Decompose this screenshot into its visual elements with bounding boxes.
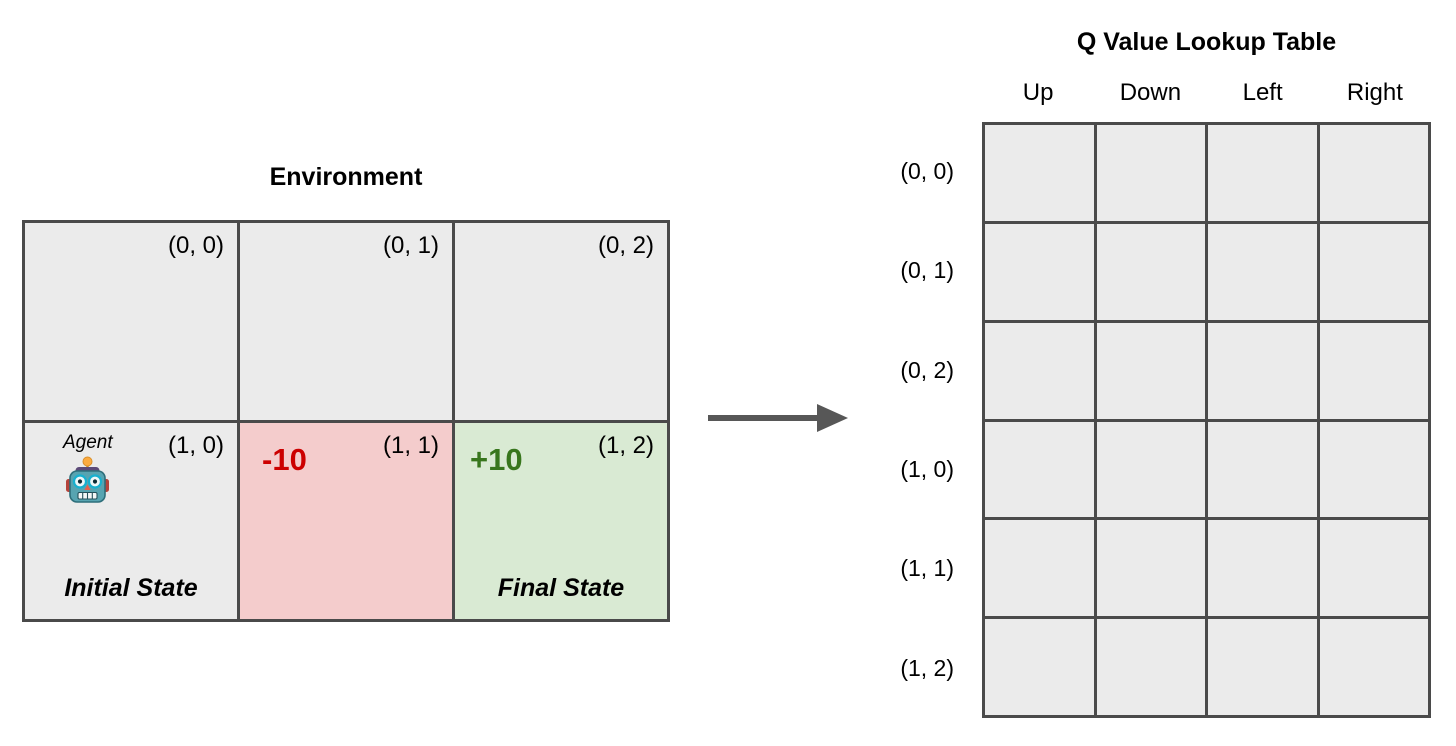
q-cell-r4-c0 <box>985 520 1094 617</box>
goal-reward: +10 <box>470 441 523 477</box>
env-cell-0-0: (0, 0) <box>25 223 237 420</box>
robot-icon <box>66 456 110 503</box>
q-cell-r0-c0 <box>985 125 1094 221</box>
q-table-row-labels: (0, 0) (0, 1) (0, 2) (1, 0) (1, 1) (1, 2… <box>826 122 954 718</box>
cell-coordinate: (1, 1) <box>382 431 439 459</box>
q-table-title: Q Value Lookup Table <box>1076 28 1337 56</box>
cell-coordinate: (1, 0) <box>167 431 224 459</box>
right-arrow-icon <box>704 396 850 440</box>
q-cell-r1-c2 <box>1208 223 1317 320</box>
penalty-reward: -10 <box>262 441 307 477</box>
q-table-column-headers: Up Down Left Right <box>982 79 1431 107</box>
row-label: (0, 1) <box>900 257 954 284</box>
q-cell-r1-c3 <box>1319 223 1428 320</box>
q-cell-r0-c1 <box>1096 125 1205 221</box>
q-cell-r2-c1 <box>1096 322 1205 419</box>
column-header-right: Right <box>1346 79 1403 106</box>
agent-marker: Agent <box>63 432 113 504</box>
q-cell-r5-c2 <box>1208 619 1317 715</box>
env-cell-1-1: (1, 1) -10 <box>240 422 452 619</box>
environment-grid: (0, 0) (0, 1) (0, 2) (1, 0) Agent <box>22 220 670 622</box>
q-cell-r4-c2 <box>1208 520 1317 617</box>
row-label: (0, 2) <box>900 356 954 383</box>
env-cell-1-0: (1, 0) Agent <box>25 422 237 619</box>
q-cell-r3-c0 <box>985 421 1094 518</box>
q-cell-r4-c3 <box>1319 520 1428 617</box>
row-label: (1, 2) <box>900 654 954 681</box>
final-state-label: Final State <box>497 574 625 602</box>
cell-coordinate: (1, 2) <box>597 431 654 459</box>
environment-title: Environment <box>269 163 423 191</box>
q-cell-r4-c1 <box>1096 520 1205 617</box>
column-header-down: Down <box>1119 79 1182 106</box>
env-cell-0-1: (0, 1) <box>240 223 452 420</box>
row-label: (1, 1) <box>900 555 954 582</box>
q-cell-r1-c1 <box>1096 223 1205 320</box>
q-cell-r2-c2 <box>1208 322 1317 419</box>
column-header-left: Left <box>1242 79 1283 106</box>
row-label: (1, 0) <box>900 456 954 483</box>
q-cell-r5-c0 <box>985 619 1094 715</box>
q-cell-r3-c3 <box>1319 421 1428 518</box>
column-header-up: Up <box>1022 79 1054 106</box>
q-table-grid <box>982 122 1431 718</box>
initial-state-label: Initial State <box>64 574 198 602</box>
q-cell-r3-c1 <box>1096 421 1205 518</box>
env-cell-0-2: (0, 2) <box>455 223 667 420</box>
row-label: (0, 0) <box>900 158 954 185</box>
q-cell-r5-c3 <box>1319 619 1428 715</box>
q-cell-r0-c3 <box>1319 125 1428 221</box>
q-cell-r2-c0 <box>985 322 1094 419</box>
cell-coordinate: (0, 2) <box>597 232 654 259</box>
env-cell-1-2: (1, 2) +10 Final State <box>455 422 667 619</box>
q-cell-r1-c0 <box>985 223 1094 320</box>
cell-coordinate: (0, 1) <box>382 232 439 259</box>
q-cell-r2-c3 <box>1319 322 1428 419</box>
agent-label: Agent <box>63 431 113 453</box>
q-cell-r5-c1 <box>1096 619 1205 715</box>
q-cell-r0-c2 <box>1208 125 1317 221</box>
cell-coordinate: (0, 0) <box>167 232 224 259</box>
q-cell-r3-c2 <box>1208 421 1317 518</box>
